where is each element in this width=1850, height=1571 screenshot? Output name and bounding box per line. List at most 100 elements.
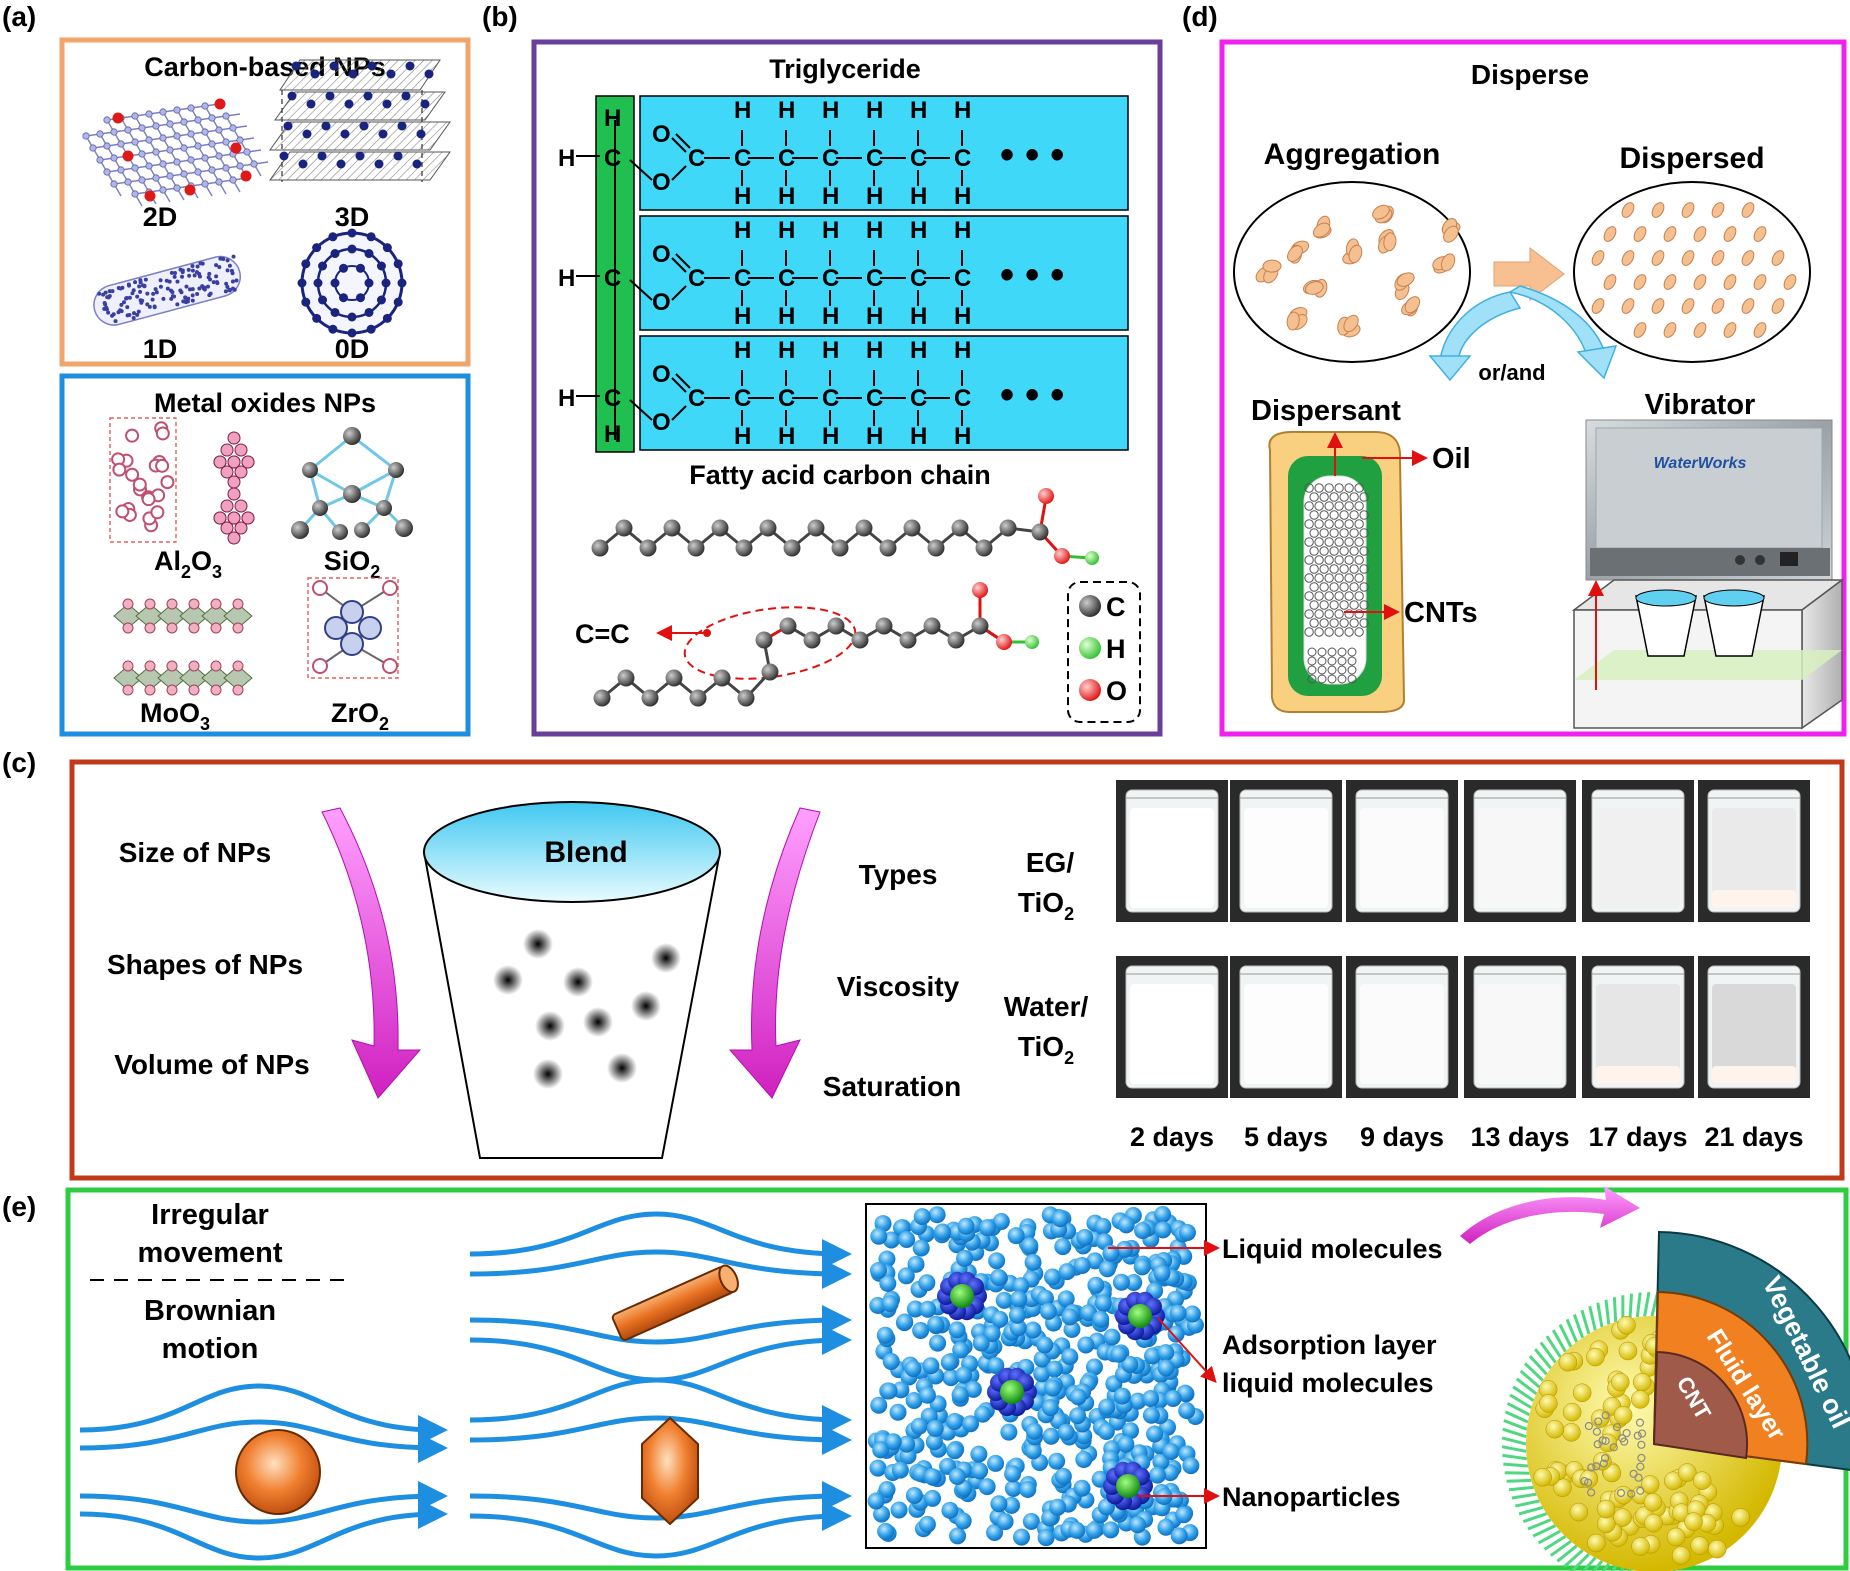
svg-text:H: H	[822, 183, 839, 210]
svg-text:C: C	[688, 385, 705, 412]
svg-text:H: H	[604, 421, 621, 448]
svg-text:• • •: • • •	[1000, 253, 1064, 297]
svg-text:H: H	[910, 303, 927, 330]
al2o3-structure	[109, 417, 255, 545]
label-viscosity: Viscosity	[837, 971, 960, 1002]
svg-text:H: H	[910, 337, 927, 364]
carbon-frame	[59, 37, 471, 367]
vibrator-label: Vibrator	[1645, 389, 1756, 421]
svg-text:H: H	[778, 97, 795, 124]
disperse-title: Disperse	[1471, 59, 1589, 90]
svg-text:C: C	[778, 145, 795, 172]
blend-funnel-top	[423, 801, 721, 903]
metal-oxide-frame	[59, 373, 471, 737]
svg-text:H: H	[866, 423, 883, 450]
label-zro2: ZrO2	[331, 698, 389, 734]
svg-text:H: H	[910, 183, 927, 210]
beaker-liquid	[1478, 808, 1562, 908]
legend-carbon: C	[1106, 592, 1126, 622]
eg-label-line2: TiO2	[1018, 887, 1074, 924]
panel-c-tag: (c)	[2, 747, 36, 778]
zro2-structure	[307, 577, 399, 679]
vibrator-photo: WaterWorks	[1585, 419, 1833, 581]
beaker-liquid	[1478, 984, 1562, 1084]
eg-label-line1: EG/	[1026, 847, 1074, 878]
oxygen-atom-icon	[1079, 679, 1101, 701]
dispersed-particles	[1591, 202, 1797, 338]
svg-text:H: H	[866, 217, 883, 244]
irregular-line2: movement	[137, 1237, 282, 1269]
svg-text:H: H	[910, 423, 927, 450]
svg-text:H: H	[778, 183, 795, 210]
rod-particle	[611, 1264, 739, 1341]
vibrator-brand: WaterWorks	[1654, 455, 1747, 472]
svg-text:C: C	[604, 385, 621, 412]
legend-oxygen: O	[1106, 676, 1127, 706]
fatty-acid-title: Fatty acid carbon chain	[689, 460, 991, 490]
svg-text:C: C	[734, 385, 751, 412]
svg-text:H: H	[910, 97, 927, 124]
brownian-line2: motion	[162, 1333, 259, 1365]
label-types: Types	[859, 859, 938, 890]
blend-particles	[493, 929, 681, 1089]
svg-text:C: C	[910, 265, 927, 292]
liquid-molecules	[867, 1206, 1204, 1547]
graphene-2d-structure	[82, 98, 269, 207]
label-2d: 2D	[143, 202, 178, 232]
beaker-liquid	[1712, 808, 1796, 908]
aggregation-label: Aggregation	[1264, 138, 1441, 171]
panel-d-tag: (d)	[1182, 1, 1218, 32]
triglyceride-title: Triglyceride	[769, 54, 921, 84]
svg-text:H: H	[734, 303, 751, 330]
nanoparticles-label: Nanoparticles	[1222, 1482, 1401, 1512]
beaker-liquid	[1360, 808, 1444, 908]
panel-a-tag: (a)	[2, 1, 36, 32]
cnt-dispersant-illustration	[1268, 430, 1428, 713]
panel-a: (a) Carbon-based NPs 2D 3D 1D 0D Metal o…	[2, 1, 471, 737]
day-label: 17 days	[1588, 1122, 1687, 1152]
svg-text:C: C	[778, 265, 795, 292]
svg-text:C: C	[822, 145, 839, 172]
aggregated-particles	[1255, 204, 1461, 338]
svg-text:C: C	[822, 385, 839, 412]
svg-text:H: H	[954, 303, 971, 330]
svg-text:H: H	[866, 303, 883, 330]
svg-text:H: H	[822, 217, 839, 244]
svg-text:H: H	[778, 303, 795, 330]
svg-text:H: H	[954, 97, 971, 124]
beaker-liquid	[1130, 808, 1214, 908]
label-sio2: SiO2	[324, 546, 381, 582]
atom-legend	[1067, 581, 1141, 723]
panel-c: (c) Size of NPs Shapes of NPs Volume of …	[2, 747, 1845, 1181]
svg-text:H: H	[558, 385, 575, 412]
beaker-sediment	[1712, 890, 1796, 908]
ultrasonic-tank	[1571, 578, 1845, 730]
svg-text:H: H	[734, 423, 751, 450]
svg-text:H: H	[778, 217, 795, 244]
label-size: Size of NPs	[119, 837, 271, 868]
triglyceride-frame	[531, 39, 1163, 737]
label-volume: Volume of NPs	[114, 1049, 310, 1080]
cnts-label: CNTs	[1404, 597, 1478, 629]
panel-e: (e) Irregular movement Brownian motion L…	[2, 1186, 1850, 1571]
svg-text:C: C	[688, 145, 705, 172]
flow-streamlines	[79, 1211, 852, 1561]
nanoparticle-clusters	[937, 1271, 1165, 1511]
eg-tio2-beakers	[1116, 780, 1810, 922]
liquid-label: Liquid molecules	[1222, 1234, 1443, 1264]
svg-text:C: C	[734, 145, 751, 172]
dispersed-ellipse	[1573, 181, 1811, 363]
saturated-chain-model	[591, 488, 1099, 565]
beaker-liquid	[1712, 984, 1796, 1084]
hydrogen-atom-icon	[1079, 637, 1101, 659]
label-1d: 1D	[143, 334, 178, 364]
svg-text:O: O	[652, 289, 671, 316]
to-dispersant-arrowhead	[1428, 355, 1472, 382]
zoom-pink-arrow	[1460, 1186, 1640, 1244]
panel-d: (d) Disperse Aggregation Dispersed or/an…	[1182, 1, 1847, 737]
svg-text:C: C	[822, 265, 839, 292]
